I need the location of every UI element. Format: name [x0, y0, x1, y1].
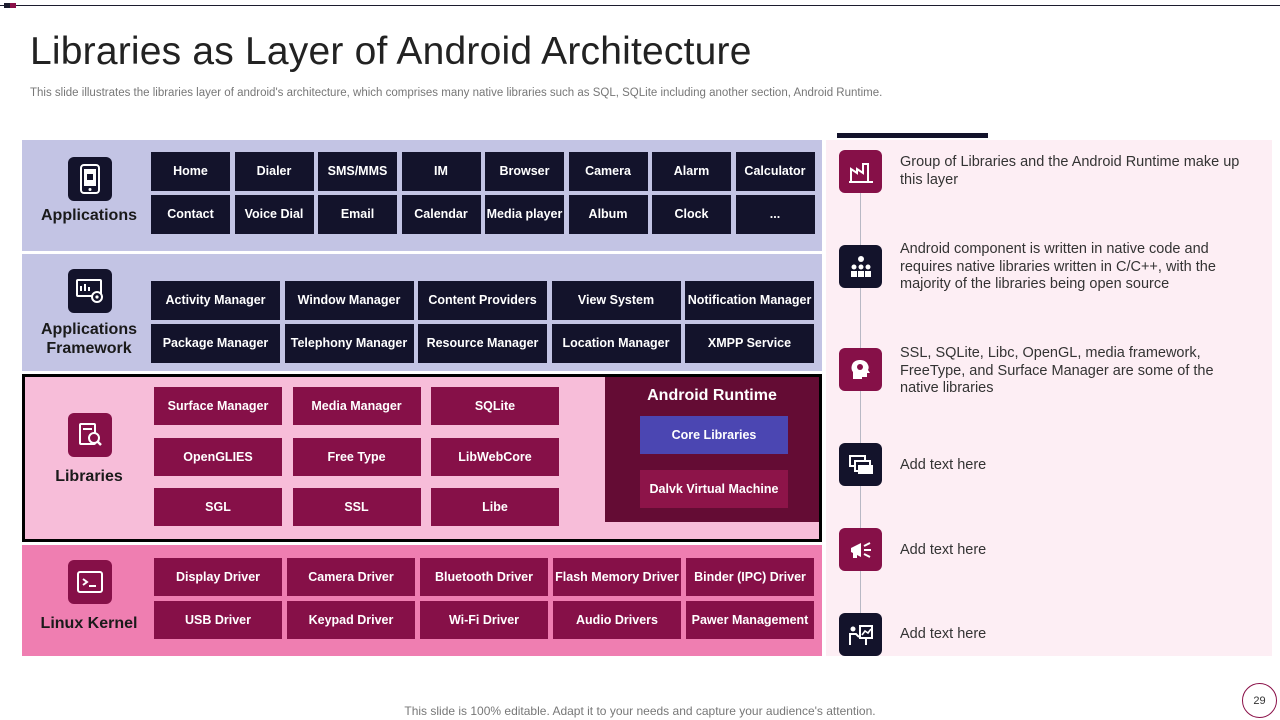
application-cell: IM — [401, 152, 481, 191]
framework-cell: Location Manager — [551, 324, 681, 363]
megaphone-icon — [839, 528, 882, 571]
head-gears-icon — [839, 348, 882, 391]
library-cell: OpenGLIES — [154, 438, 282, 476]
driver-cell: Binder (IPC) Driver — [686, 558, 814, 596]
application-cell: Dialer — [234, 152, 314, 191]
application-cell: Alarm — [652, 152, 731, 191]
library-cell: SGL — [154, 488, 282, 526]
application-cell: ... — [735, 195, 815, 234]
application-cell: Album — [568, 195, 648, 234]
driver-cell: Flash Memory Driver — [553, 558, 681, 596]
libraries-layer-label: Libraries — [55, 468, 123, 485]
application-cell: Clock — [652, 195, 731, 234]
driver-cell: Wi-Fi Driver — [420, 601, 548, 639]
driver-cell: Bluetooth Driver — [420, 558, 548, 596]
application-cell: Camera — [568, 152, 648, 191]
driver-cell: Audio Drivers — [553, 601, 681, 639]
application-cell: Calendar — [401, 195, 481, 234]
applications-layer-label: Applications — [40, 207, 137, 224]
application-cell: Home — [151, 152, 230, 191]
point-1-text: Group of Libraries and the Android Runti… — [900, 154, 1240, 188]
footer-note: This slide is 100% editable. Adapt it to… — [404, 704, 876, 718]
application-cell: Calculator — [735, 152, 815, 191]
framework-cell: View System — [551, 281, 681, 320]
library-cell: SSL — [292, 488, 421, 526]
driver-cell: Pawer Management — [686, 601, 814, 639]
library-cell: Free Type — [292, 438, 421, 476]
core-libraries-cell: Core Libraries — [640, 416, 788, 454]
application-cell: SMS/MMS — [318, 152, 397, 191]
smartphone-icon — [68, 157, 112, 201]
library-cell: Media Manager — [292, 387, 421, 425]
presentation-icon — [839, 613, 882, 656]
factory-icon — [839, 150, 882, 193]
driver-cell: Display Driver — [154, 558, 282, 596]
driver-cell: USB Driver — [154, 601, 282, 639]
library-cell: LibWebCore — [431, 438, 559, 476]
driver-cell: Camera Driver — [287, 558, 415, 596]
notes-panel-accent — [837, 133, 988, 138]
monitor-gear-icon — [68, 269, 112, 313]
library-cell: SQLite — [431, 387, 559, 425]
application-cell: Browser — [485, 152, 564, 191]
driver-cell: Keypad Driver — [287, 601, 415, 639]
dalvik-vm-cell: Dalvk Virtual Machine — [640, 470, 788, 508]
timeline-line — [860, 160, 861, 640]
kernel-layer-label: Linux Kernel — [40, 615, 138, 632]
framework-layer-label: Applications Framework — [40, 321, 137, 357]
point-4-text: Add text here — [900, 457, 987, 473]
chat-icon — [839, 443, 882, 486]
framework-cell: Activity Manager — [151, 281, 280, 320]
application-cell: Email — [318, 195, 397, 234]
android-runtime-title: Android Runtime — [647, 387, 777, 404]
top-accent-mark — [4, 3, 16, 8]
framework-cell: XMPP Service — [685, 324, 814, 363]
page-title: Libraries as Layer of Android Architectu… — [30, 30, 752, 73]
book-search-icon — [68, 413, 112, 457]
point-6-text: Add text here — [900, 626, 987, 642]
library-cell: Surface Manager — [154, 387, 282, 425]
top-rule — [0, 5, 1280, 6]
application-cell: Contact — [151, 195, 230, 234]
framework-cell: Content Providers — [418, 281, 547, 320]
library-cell: Libe — [431, 488, 559, 526]
point-3-text: SSL, SQLite, Libc, OpenGL, media framewo… — [900, 345, 1214, 396]
terminal-icon — [68, 560, 112, 604]
framework-cell: Notification Manager — [685, 281, 814, 320]
framework-cell: Telephony Manager — [284, 324, 414, 363]
framework-cell: Resource Manager — [418, 324, 547, 363]
notes-panel — [826, 140, 1272, 656]
android-runtime-box: Android Runtime Core Libraries Dalvk Vir… — [605, 377, 819, 522]
page-number: 29 — [1242, 683, 1277, 718]
application-cell: Voice Dial — [234, 195, 314, 234]
application-cell: Media player — [485, 195, 564, 234]
team-icon — [839, 245, 882, 288]
page-subtitle: This slide illustrates the libraries lay… — [30, 87, 883, 99]
framework-cell: Window Manager — [284, 281, 414, 320]
point-2-text: Android component is written in native c… — [900, 241, 1216, 292]
point-5-text: Add text here — [900, 542, 987, 558]
framework-cell: Package Manager — [151, 324, 280, 363]
